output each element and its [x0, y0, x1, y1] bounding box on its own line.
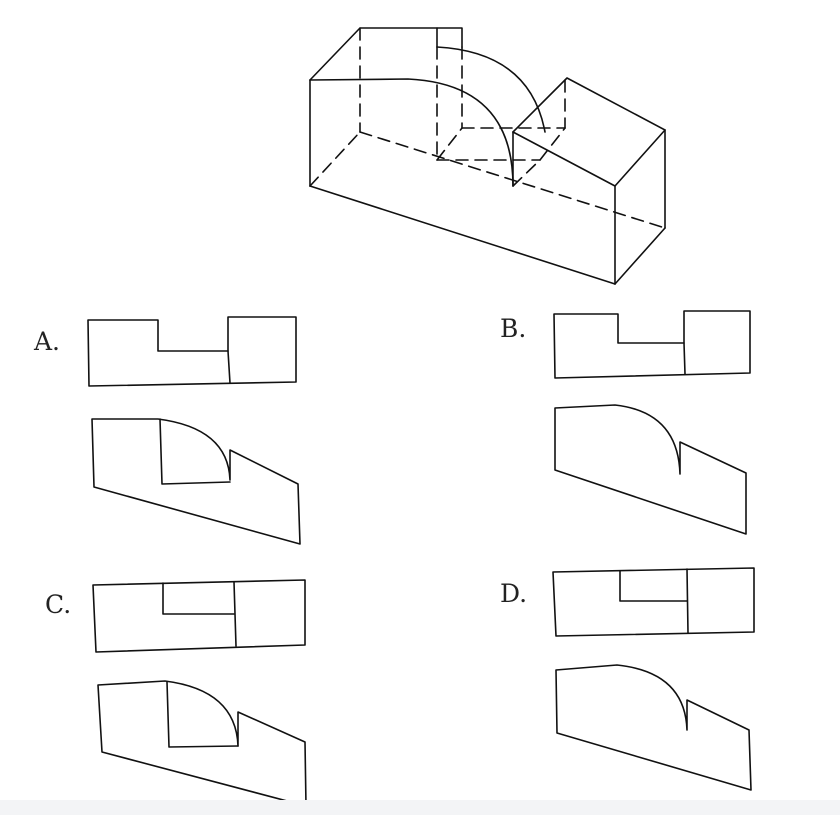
front-bottom-edge: [309, 185, 616, 285]
option-b-side-outline: [554, 404, 747, 535]
option-b-top-outline: [553, 310, 751, 379]
hidden-back-bottom-edge: [359, 131, 666, 229]
option-c-top-view: [92, 579, 306, 653]
right-block-top-edges: [512, 77, 666, 229]
option-a-side-inner-lines: [159, 418, 231, 485]
option-a-top-divider: [227, 350, 231, 384]
option-d-side-view: [555, 664, 752, 791]
option-c-label: C.: [45, 590, 71, 619]
option-d-top-outline: [552, 567, 755, 637]
option-b-label: B.: [500, 314, 526, 343]
option-c-top-notch: [162, 582, 235, 615]
right-bottom-edge: [614, 227, 666, 285]
option-b-top-view: [553, 310, 751, 379]
option-d-label: D.: [500, 579, 527, 608]
option-c-side-outline: [97, 680, 307, 807]
option-b-side-view: [554, 404, 747, 535]
left-block-top-edge: [309, 27, 463, 81]
hidden-step-floor-right: [539, 127, 566, 161]
solid-hidden-edges: [309, 27, 666, 229]
option-d-side-outline: [555, 664, 752, 791]
solid-3d: [309, 27, 666, 285]
option-b[interactable]: B.: [500, 310, 751, 535]
option-b-top-divider: [683, 342, 686, 375]
solid-visible-edges: [309, 27, 666, 285]
option-c[interactable]: C.: [45, 579, 307, 807]
option-c-side-view: [97, 680, 307, 807]
option-c-side-inner-lines: [166, 681, 239, 748]
option-d-top-notch: [619, 570, 688, 602]
right-block-front-top-edges: [512, 129, 666, 187]
option-a-top-outline: [87, 316, 297, 387]
footer-strip: [0, 800, 840, 815]
option-a-side-outline: [91, 418, 301, 545]
option-a-top-view: [87, 316, 297, 387]
option-a[interactable]: A.: [33, 316, 301, 545]
hidden-left-bottom-edge: [309, 131, 361, 187]
option-d-top-view: [552, 567, 755, 637]
option-a-label: A.: [33, 327, 60, 356]
back-curved-cut-edge: [436, 46, 546, 133]
option-c-top-outline: [92, 579, 306, 653]
option-d-top-divider: [686, 568, 689, 634]
front-curved-cut-edge: [309, 78, 514, 187]
option-d[interactable]: D.: [500, 567, 755, 791]
hidden-step-floor-left: [436, 127, 463, 161]
option-a-side-view: [91, 418, 301, 545]
hidden-curve-base-link: [512, 159, 541, 187]
option-c-top-divider: [233, 581, 237, 647]
